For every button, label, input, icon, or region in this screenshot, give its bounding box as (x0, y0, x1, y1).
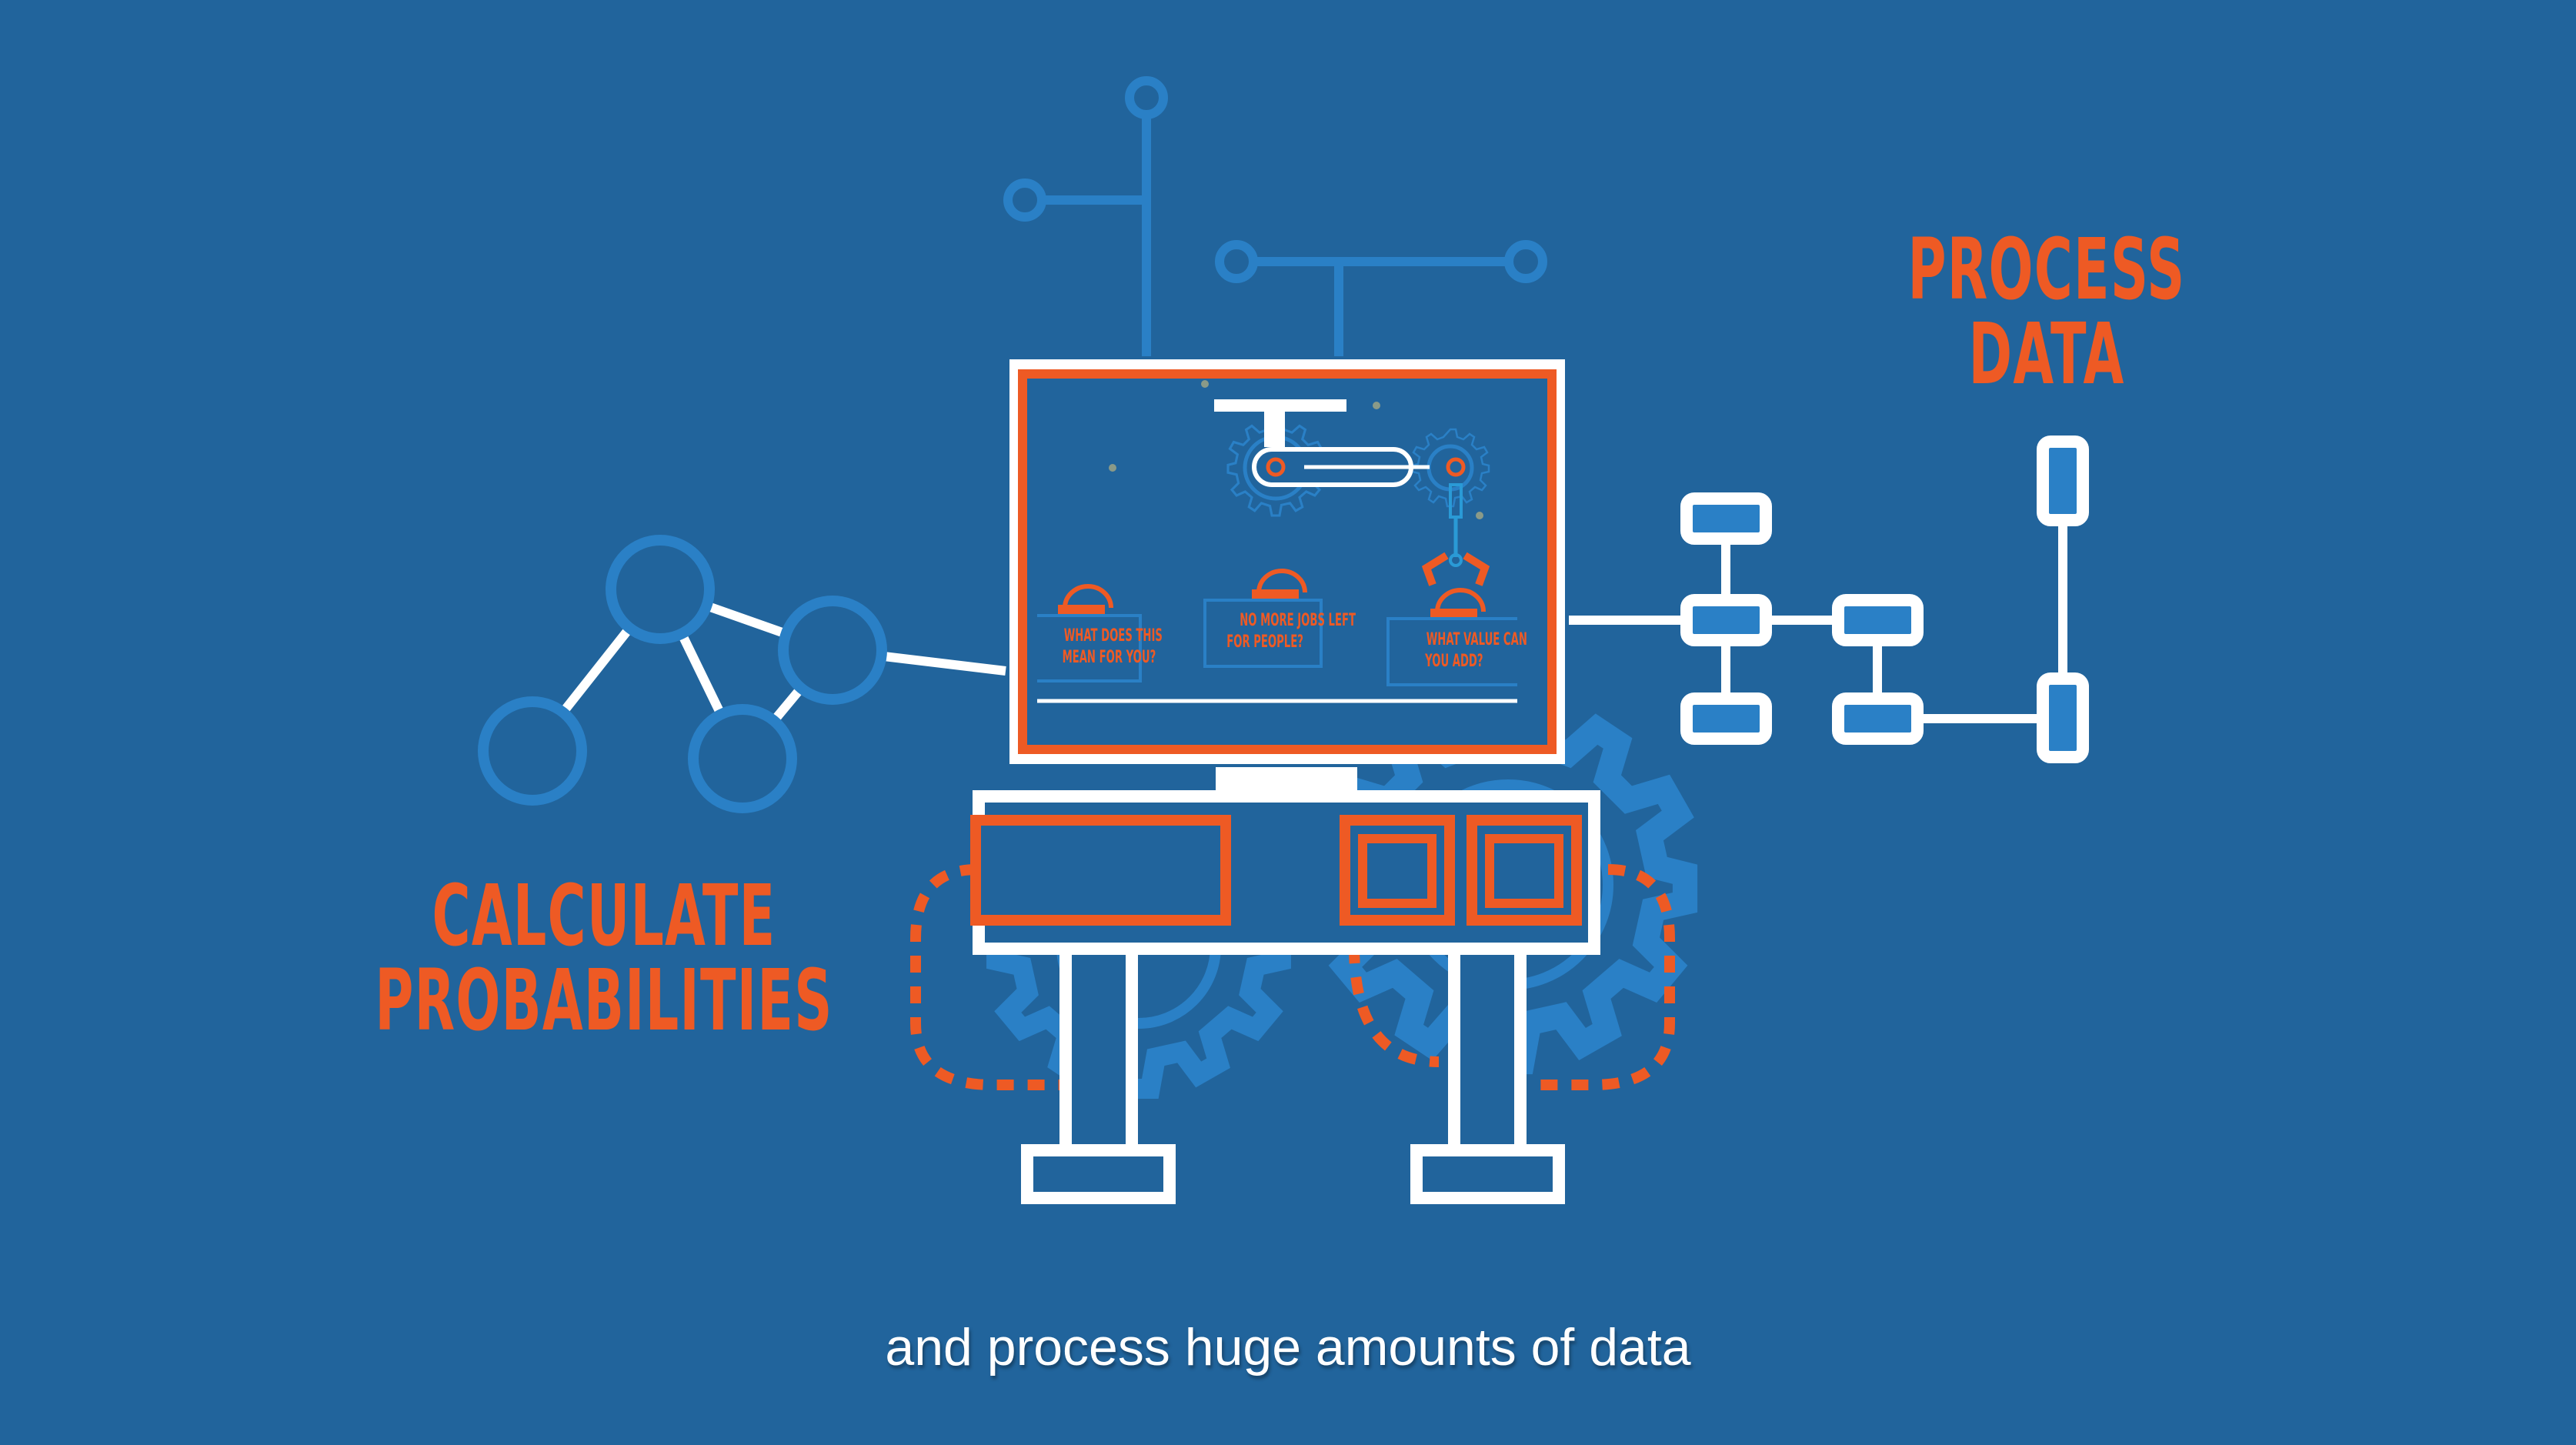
screen-card-frames (1037, 599, 1517, 686)
robot-claw-icon (1421, 483, 1490, 586)
screen-card-3: WHAT VALUE CAN YOU ADD? (1393, 629, 1527, 672)
dust-dots (1109, 380, 1483, 519)
robot-legs (1021, 940, 1565, 1204)
conveyor-belt-icon (1214, 399, 1466, 487)
hard-hat-brim (1058, 589, 1477, 618)
screen-card-1-line-1: WHAT DOES THIS (1063, 626, 1163, 646)
circuit-antenna-icon (1003, 76, 1547, 356)
video-subtitle: and process huge amounts of data (885, 1318, 1691, 1377)
screen-card-2-line-1: NO MORE JOBS LEFT (1240, 611, 1356, 630)
flowchart-icon (1569, 436, 2089, 763)
robot-body (970, 790, 1600, 955)
hard-hat-icon (1063, 569, 1486, 612)
network-graph-icon (478, 535, 1006, 813)
dotted-arc (910, 864, 1675, 1090)
process-data-line-2: DATA (1968, 305, 2125, 403)
process-data-line-1: PROCESS (1907, 220, 2186, 319)
calculate-probabilities-line-1: CALCULATE (432, 866, 776, 965)
robot-neck (1216, 767, 1357, 796)
screen-card-1-line-2: MEAN FOR YOU? (1062, 647, 1156, 667)
screen-card-1: WHAT DOES THIS MEAN FOR YOU? (1031, 626, 1163, 668)
process-data-label: PROCESS DATA (1851, 227, 2242, 396)
screen-card-3-line-1: WHAT VALUE CAN (1426, 630, 1527, 649)
calculate-probabilities-line-2: PROBABILITIES (375, 951, 833, 1050)
screen-card-3-line-2: YOU ADD? (1425, 651, 1483, 671)
calculate-probabilities-label: CALCULATE PROBABILITIES (311, 873, 898, 1043)
screen-card-2: NO MORE JOBS LEFT FOR PEOPLE? (1201, 610, 1356, 652)
screen-card-2-line-2: FOR PEOPLE? (1226, 632, 1303, 652)
